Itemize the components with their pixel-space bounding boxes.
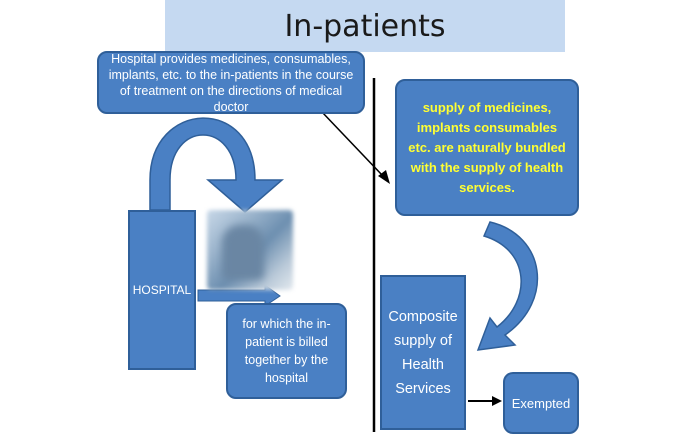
hospital-provides-text: Hospital provides medicines, consumables… — [108, 51, 354, 114]
composite-supply-box: Composite supply of Health Services — [380, 275, 466, 430]
billed-text: for which the in-patient is billed toget… — [242, 317, 331, 385]
billed-box: for which the in-patient is billed toget… — [226, 303, 347, 399]
exempted-box: Exempted — [503, 372, 579, 434]
curved-arrow-left — [149, 117, 285, 213]
hospital-provides-box: Hospital provides medicines, consumables… — [97, 51, 365, 114]
composite-supply-text: Composite supply of Health Services — [388, 308, 458, 397]
hospital-box: HOSPITAL — [128, 210, 196, 370]
patient-photo-figure — [222, 225, 264, 280]
bundled-supply-box: supply of medicines, implants consumable… — [395, 79, 579, 216]
curved-arrow-right — [476, 221, 539, 351]
page-title: In-patients — [284, 8, 446, 44]
composite-to-exempted-head — [492, 396, 502, 406]
connector-arrow-top — [321, 111, 383, 176]
connector-arrow-top-head — [378, 170, 390, 184]
exempted-text: Exempted — [511, 395, 571, 411]
bundled-supply-text: supply of medicines, implants consumable… — [408, 99, 566, 195]
hospital-label: HOSPITAL — [132, 283, 192, 297]
title-bar: In-patients — [165, 0, 565, 52]
